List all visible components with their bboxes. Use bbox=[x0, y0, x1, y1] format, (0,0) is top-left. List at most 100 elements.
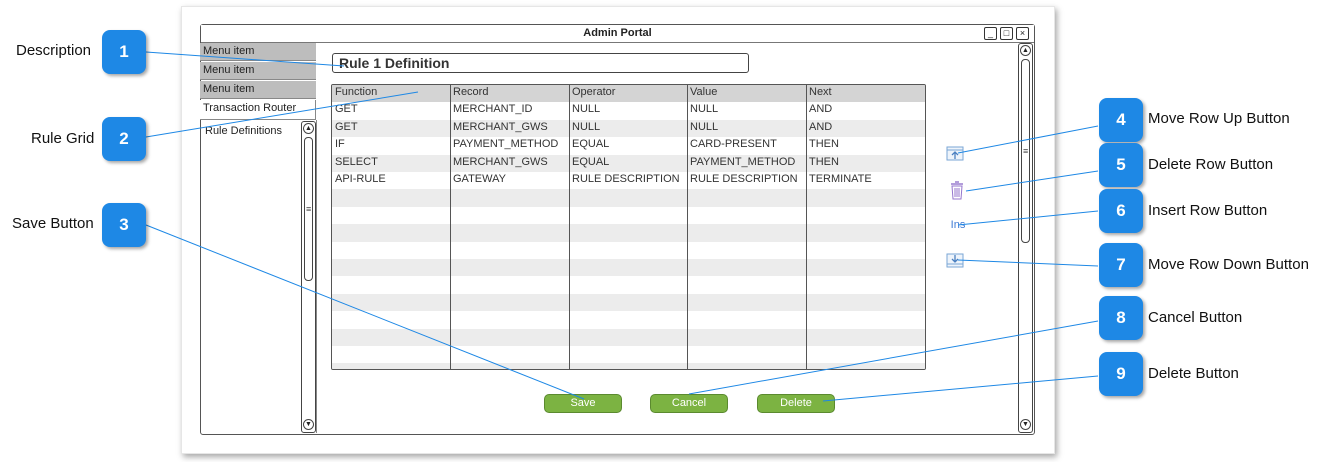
column-divider bbox=[450, 85, 451, 369]
move-up-icon bbox=[946, 146, 964, 161]
main-scroll-thumb[interactable] bbox=[1021, 59, 1030, 243]
move-down-icon bbox=[946, 253, 964, 268]
callout-line-3 bbox=[145, 224, 585, 400]
menu-item-transaction-router[interactable]: Transaction Router bbox=[200, 100, 316, 120]
callout-line-4 bbox=[957, 125, 1099, 154]
sidebar-scroll-thumb[interactable] bbox=[304, 137, 313, 281]
table-cell: API-RULE bbox=[335, 173, 386, 185]
description-field[interactable]: Rule 1 Definition bbox=[332, 53, 749, 73]
callout-label-2: Rule Grid bbox=[31, 130, 95, 147]
menu-item-2[interactable]: Menu item bbox=[200, 62, 316, 80]
save-button[interactable]: Save bbox=[544, 394, 622, 413]
table-cell: NULL bbox=[572, 120, 601, 133]
main-grip-icon: ≡ bbox=[1023, 146, 1029, 156]
table-cell: AND bbox=[809, 103, 833, 116]
table-cell: EQUAL bbox=[572, 155, 610, 168]
table-cell: TERMINATE bbox=[809, 173, 872, 185]
table-cell: MERCHANT_ID bbox=[453, 103, 533, 116]
callout-badge-8: 8 bbox=[1099, 296, 1143, 340]
column-divider bbox=[569, 85, 570, 369]
table-row[interactable]: GET MERCHANT_ID NULL NULL AND bbox=[332, 102, 925, 119]
grip-icon: ≡ bbox=[306, 204, 312, 214]
rule-definitions-panel: Rule Definitions bbox=[200, 120, 317, 433]
table-row[interactable] bbox=[332, 224, 925, 242]
table-cell: GET bbox=[335, 120, 358, 133]
callout-line-7 bbox=[957, 259, 1099, 267]
delete-button[interactable]: Delete bbox=[757, 394, 835, 413]
table-cell: NULL bbox=[572, 103, 601, 116]
callout-label-3: Save Button bbox=[12, 215, 94, 232]
delete-row-button[interactable] bbox=[948, 180, 966, 200]
callout-line-2 bbox=[145, 91, 419, 138]
table-cell: NULL bbox=[690, 103, 719, 116]
column-divider bbox=[806, 85, 807, 369]
callout-line-8 bbox=[688, 320, 1099, 395]
table-cell: RULE DESCRIPTION bbox=[572, 173, 680, 185]
sidebar-scrollbar[interactable]: ▲ ≡ ▼ bbox=[301, 121, 316, 433]
main-scroll-up-arrow-icon[interactable]: ▲ bbox=[1020, 45, 1031, 56]
header-operator: Operator bbox=[572, 86, 616, 98]
table-cell: EQUAL bbox=[572, 138, 610, 151]
callout-badge-6: 6 bbox=[1099, 189, 1143, 233]
header-next: Next bbox=[809, 86, 832, 98]
callout-label-4: Move Row Up Button bbox=[1148, 110, 1290, 127]
table-cell: GET bbox=[335, 103, 358, 116]
cancel-button[interactable]: Cancel bbox=[650, 394, 728, 413]
callout-badge-4: 4 bbox=[1099, 98, 1143, 142]
callout-label-7: Move Row Down Button bbox=[1148, 256, 1309, 273]
callout-line-9 bbox=[822, 375, 1099, 402]
table-row[interactable] bbox=[332, 293, 925, 312]
close-button[interactable]: × bbox=[1016, 27, 1029, 40]
callout-label-1: Description bbox=[16, 42, 92, 59]
table-cell: GATEWAY bbox=[453, 173, 506, 185]
callout-line-1 bbox=[145, 51, 345, 67]
minimize-button[interactable]: _ bbox=[984, 27, 997, 40]
maximize-button[interactable]: □ bbox=[1000, 27, 1013, 40]
main-scroll-down-arrow-icon[interactable]: ▼ bbox=[1020, 419, 1031, 430]
rule-grid: Function Record Operator Value Next GET M… bbox=[331, 84, 926, 370]
table-cell: THEN bbox=[809, 155, 839, 168]
table-cell: PAYMENT_METHOD bbox=[453, 138, 559, 151]
table-cell: MERCHANT_GWS bbox=[453, 120, 548, 133]
callout-badge-5: 5 bbox=[1099, 143, 1143, 187]
move-row-down-button[interactable] bbox=[946, 252, 964, 270]
callout-label-6: Insert Row Button bbox=[1148, 202, 1268, 219]
table-cell: MERCHANT_GWS bbox=[453, 155, 548, 168]
callout-label-8: Cancel Button bbox=[1148, 309, 1243, 326]
table-cell: PAYMENT_METHOD bbox=[690, 155, 796, 168]
callout-badge-9: 9 bbox=[1099, 352, 1143, 396]
window-title: Admin Portal bbox=[583, 27, 652, 39]
table-cell: THEN bbox=[809, 138, 839, 151]
table-row[interactable]: IF PAYMENT_METHOD EQUAL CARD-PRESENT THEN bbox=[332, 137, 925, 154]
menu-item-3[interactable]: Menu item bbox=[200, 81, 316, 99]
menu-item-1[interactable]: Menu item bbox=[200, 43, 316, 61]
callout-badge-7: 7 bbox=[1099, 243, 1143, 287]
table-row[interactable] bbox=[332, 259, 925, 277]
table-cell: IF bbox=[335, 138, 345, 151]
window-titlebar: Admin Portal _ □ × bbox=[201, 25, 1034, 43]
callout-line-5 bbox=[965, 170, 1099, 192]
table-cell: NULL bbox=[690, 120, 719, 133]
table-cell: CARD-PRESENT bbox=[690, 138, 777, 151]
table-row[interactable]: SELECT MERCHANT_GWS EQUAL PAYMENT_METHOD THE… bbox=[332, 154, 925, 172]
callout-badge-2: 2 bbox=[102, 117, 146, 161]
table-row[interactable] bbox=[332, 363, 925, 369]
callout-label-9: Delete Button bbox=[1148, 365, 1239, 382]
table-cell: AND bbox=[809, 120, 833, 133]
scroll-up-arrow-icon[interactable]: ▲ bbox=[303, 123, 314, 134]
move-row-up-button[interactable] bbox=[946, 145, 964, 163]
header-value: Value bbox=[690, 86, 718, 98]
table-cell: SELECT bbox=[335, 155, 378, 168]
callout-badge-3: 3 bbox=[102, 203, 146, 247]
table-row[interactable] bbox=[332, 328, 925, 346]
scroll-down-arrow-icon[interactable]: ▼ bbox=[303, 419, 314, 430]
rule-definitions-item[interactable]: Rule Definitions bbox=[205, 125, 283, 137]
table-row[interactable]: GET MERCHANT_GWS NULL NULL AND bbox=[332, 119, 925, 138]
header-function: Function bbox=[335, 86, 378, 98]
grid-header-row: Function Record Operator Value Next bbox=[332, 85, 925, 103]
trash-icon bbox=[951, 180, 963, 199]
callout-line-6 bbox=[957, 210, 1099, 226]
table-row[interactable] bbox=[332, 189, 925, 207]
